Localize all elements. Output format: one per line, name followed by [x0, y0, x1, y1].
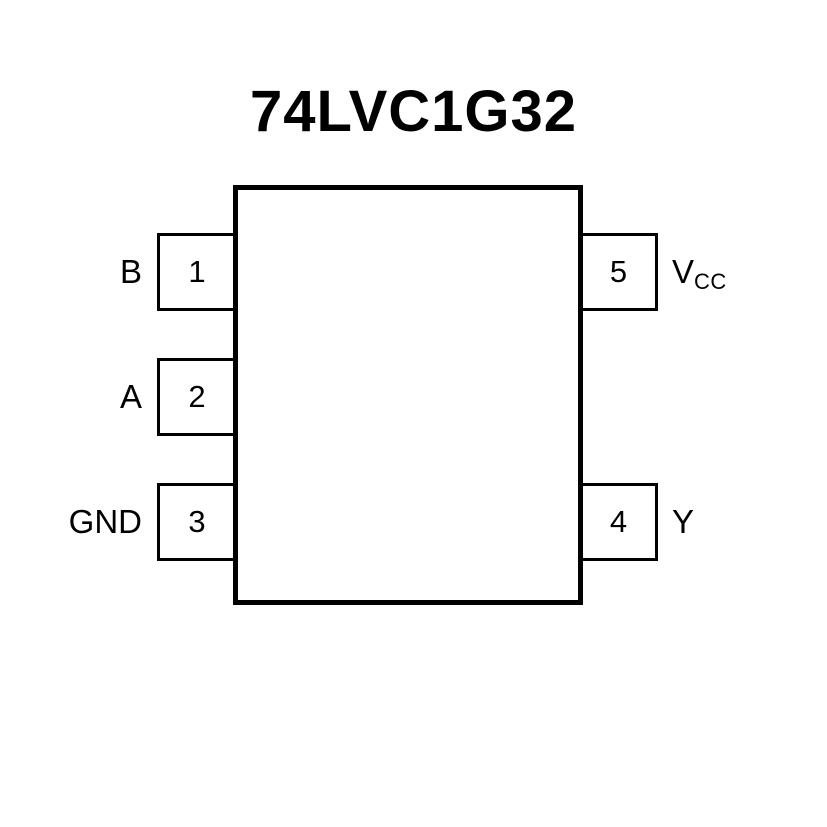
pin-5-box: 5	[579, 233, 658, 311]
pin-4-signal-label: Y	[672, 503, 695, 540]
pin-5-signal-label: VCC	[672, 250, 812, 294]
pin-1-box: 1	[157, 233, 237, 311]
vcc-label-subscript: CC	[694, 269, 727, 294]
pin-1-signal-label: B	[119, 253, 142, 290]
pin-3-box: 3	[157, 483, 237, 561]
pin-3-number: 3	[188, 504, 206, 539]
pin-4-box: 4	[579, 483, 658, 561]
pin-1-number: 1	[188, 254, 206, 289]
chip-body	[233, 185, 583, 605]
chip-title: 74LVC1G32	[249, 79, 578, 144]
pin-3-signal-label: GND	[68, 503, 142, 540]
pin-2-box: 2	[157, 358, 237, 436]
pin-5-number: 5	[609, 254, 628, 289]
pin-4-number: 4	[609, 504, 628, 539]
pin-2-number: 2	[188, 379, 206, 414]
vcc-label-main: V	[672, 253, 695, 290]
pin-2-signal-label: A	[119, 378, 142, 415]
